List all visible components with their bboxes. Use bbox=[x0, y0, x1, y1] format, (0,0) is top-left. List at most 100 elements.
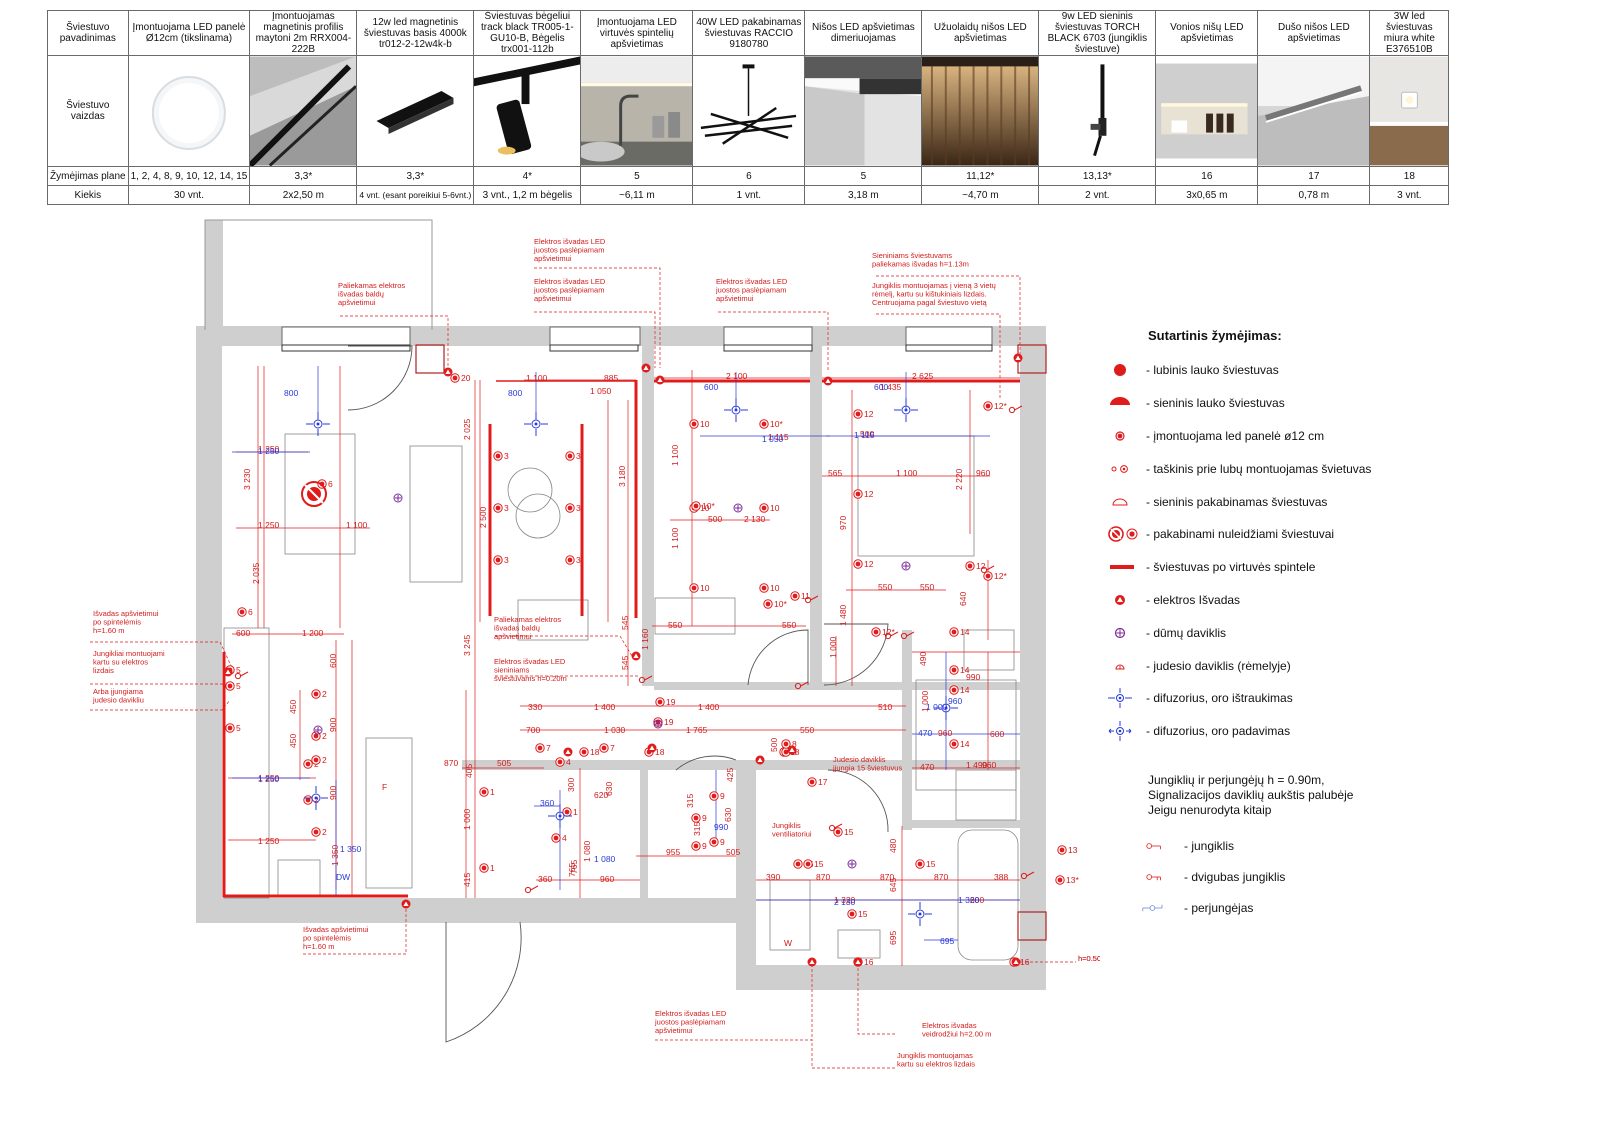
led-panel-dot bbox=[951, 629, 957, 635]
plan-note-line: kartu su elektros lizdais bbox=[897, 1060, 975, 1069]
led-panel-symbol: 9 bbox=[709, 837, 725, 847]
led-panel-dot bbox=[761, 421, 767, 427]
dimension-label-red: 2 130 bbox=[744, 514, 766, 524]
led-panel-dot bbox=[1059, 847, 1065, 853]
pendant-light-icon bbox=[1108, 526, 1138, 542]
plan-note-line: išvadas baldų bbox=[494, 624, 540, 633]
switch-symbol bbox=[1008, 405, 1023, 414]
legend-title: Sutartinis žymėjimas: bbox=[1148, 328, 1282, 343]
fixture-mark-label: 18 bbox=[590, 747, 600, 757]
outlet-mark bbox=[1015, 355, 1021, 360]
switch-lever bbox=[906, 631, 915, 637]
dimension-label-red: 2 025 bbox=[462, 418, 472, 440]
note-leaders bbox=[90, 267, 1076, 1069]
dimension-label-red: 960 bbox=[938, 728, 952, 738]
switch-lever bbox=[1026, 871, 1035, 877]
led-panel-dot bbox=[855, 561, 861, 567]
led-panel-symbol: 12 bbox=[853, 489, 874, 499]
fixture-mark-label: 2 bbox=[322, 689, 327, 699]
fixture-mark-label: 13 bbox=[1068, 845, 1078, 855]
legend-label: - dvigubas jungiklis bbox=[1184, 870, 1286, 884]
fixture-mark-label: 10* bbox=[770, 419, 783, 429]
plan-note-line: Išvadas apšvietimui bbox=[303, 925, 369, 934]
fixture-mark-label: 6 bbox=[328, 479, 333, 489]
magnetic-linear-light-image bbox=[356, 55, 475, 167]
led-panel-symbol: 7 bbox=[599, 743, 615, 753]
ceiling-outdoor-light-icon bbox=[1114, 364, 1126, 376]
fixture-mark-label: 1 bbox=[490, 787, 495, 797]
dimension-label-red: 640 bbox=[958, 592, 968, 606]
fixture-mark-label: 12 bbox=[864, 559, 874, 569]
electrical-outlet-symbol bbox=[563, 747, 573, 757]
switch-symbol bbox=[900, 631, 915, 640]
legend-label: - sieninis lauko šviestuvas bbox=[1146, 396, 1285, 410]
fixture-mark-label: 19 bbox=[664, 717, 674, 727]
wall-wardrobe bbox=[902, 630, 912, 830]
dimension-label-red: 885 bbox=[604, 373, 618, 383]
plan-note-line: išvadas baldų bbox=[338, 290, 384, 299]
led-panel-dot bbox=[657, 699, 663, 705]
fixture-mark-label: 5 bbox=[236, 681, 241, 691]
plan-note-line: Elektros išvadas LED bbox=[534, 237, 606, 246]
led-panel-symbol: 15 bbox=[915, 859, 936, 869]
dimension-label-red: 2 220 bbox=[954, 468, 964, 490]
dimension-label-red: 1 320 bbox=[834, 895, 856, 905]
switch-pivot bbox=[234, 672, 242, 680]
changeover-switch-icon bbox=[1142, 904, 1163, 912]
smoke-detector-symbol bbox=[901, 561, 911, 571]
led-panel-dot bbox=[564, 809, 570, 815]
smoke-detector-ring bbox=[653, 719, 663, 729]
switch-symbol bbox=[980, 565, 995, 574]
row-header: Šviestuvo vaizdas bbox=[47, 55, 129, 167]
legend-label: - difuzorius, oro ištraukimas bbox=[1146, 691, 1293, 705]
fixture-mark-label: 9 bbox=[702, 841, 707, 851]
diffuser-ring bbox=[941, 703, 951, 713]
fixture-mark-label: 16 bbox=[1020, 957, 1030, 967]
led-panel-symbol: 10 bbox=[689, 419, 710, 429]
led-panel-symbol: 14 bbox=[949, 739, 970, 749]
switch-pivot bbox=[828, 824, 836, 832]
dimension-label-red: 990 bbox=[966, 672, 980, 682]
led-panel-dot bbox=[711, 839, 717, 845]
switch-symbol bbox=[638, 675, 653, 684]
outlet-mark bbox=[649, 745, 655, 750]
led-panel-dot bbox=[783, 741, 789, 747]
led-panel-symbol: 14 bbox=[949, 665, 970, 675]
legend-note-line: Jeigu nenurodyta kitaip bbox=[1148, 803, 1272, 817]
led-panel-dot bbox=[855, 491, 861, 497]
dimension-label-blue: 1 350 bbox=[340, 844, 362, 854]
plan-note-line: Elektros išvadas LED bbox=[494, 657, 566, 666]
diffuser-center bbox=[316, 422, 320, 426]
plan-note-line: apšvietimui bbox=[716, 294, 754, 303]
dimension-label-blue: 1 080 bbox=[594, 854, 616, 864]
motion-sensor-icon bbox=[1115, 664, 1125, 670]
wall-corridor-north bbox=[654, 682, 1024, 690]
dimension-label-red: 1 050 bbox=[590, 386, 612, 396]
led-panel-symbol: 1 bbox=[479, 863, 495, 873]
fixture-mark-label: 7 bbox=[546, 743, 551, 753]
fixture-mark-label: 14 bbox=[960, 739, 970, 749]
round-led-panel-image bbox=[127, 55, 251, 167]
dimension-label-blue: 990 bbox=[714, 822, 728, 832]
led-panel-dot bbox=[313, 829, 319, 835]
dimension-label-red: 300 bbox=[566, 778, 576, 792]
switch-icon bbox=[1146, 843, 1161, 850]
plan-note-line: Elektros išvadas LED bbox=[716, 277, 788, 286]
outlet-mark bbox=[1013, 959, 1019, 964]
fixture-qty: 2x2,50 m bbox=[249, 185, 358, 205]
led-panel-symbol: 3 bbox=[493, 451, 509, 461]
wall-torch-image bbox=[1038, 55, 1157, 167]
led-panel-symbol: 20 bbox=[450, 373, 471, 383]
led-panel-symbol: 10 bbox=[759, 503, 780, 513]
legend-switch-item: - perjungėjas bbox=[1138, 898, 1438, 918]
plan-note-line: Išvadas apšvietimui bbox=[93, 609, 159, 618]
led-panel-dot bbox=[313, 733, 319, 739]
plan-note-line: juostos paslėpiamam bbox=[533, 246, 604, 255]
dimension-label-red: 1 250 bbox=[258, 520, 280, 530]
plan-note-line: po spintelėmis bbox=[303, 934, 351, 943]
balcony bbox=[204, 219, 433, 330]
plan-note-line: Arba įjungiama bbox=[93, 687, 144, 696]
led-panel-dot bbox=[711, 793, 717, 799]
fixture-mark-label: 10 bbox=[700, 503, 710, 513]
